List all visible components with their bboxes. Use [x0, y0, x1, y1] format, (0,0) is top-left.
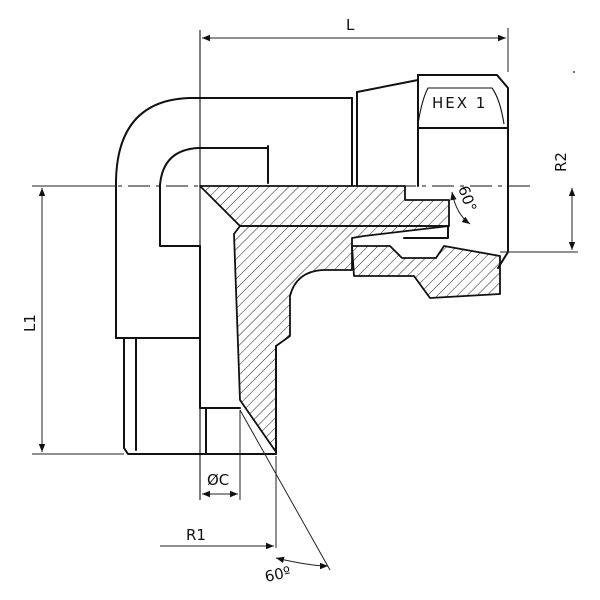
- angle-cone: 60°: [450, 183, 480, 225]
- hex-nut: HEX 1: [417, 74, 509, 269]
- dimension-bore: ØC: [202, 410, 241, 500]
- angle-bottom: 60º: [239, 409, 331, 586]
- speck-mark: [573, 71, 575, 73]
- dimension-L1-label: L1: [21, 314, 39, 332]
- dimension-L1: L1: [21, 185, 124, 455]
- hex-label: HEX 1: [432, 94, 487, 112]
- dimension-L-label: L: [346, 16, 355, 34]
- dimension-R2-label: R2: [552, 152, 570, 172]
- swivel-collar: [351, 79, 419, 186]
- dimension-L: L: [202, 16, 509, 72]
- dimension-bore-label: ØC: [207, 471, 229, 489]
- dimension-R1: R1: [160, 456, 277, 550]
- section-hatched: [199, 185, 501, 453]
- dimension-R2: R2: [500, 152, 578, 253]
- dimension-R1-label: R1: [186, 526, 206, 544]
- angle-bottom-label: 60º: [263, 563, 292, 586]
